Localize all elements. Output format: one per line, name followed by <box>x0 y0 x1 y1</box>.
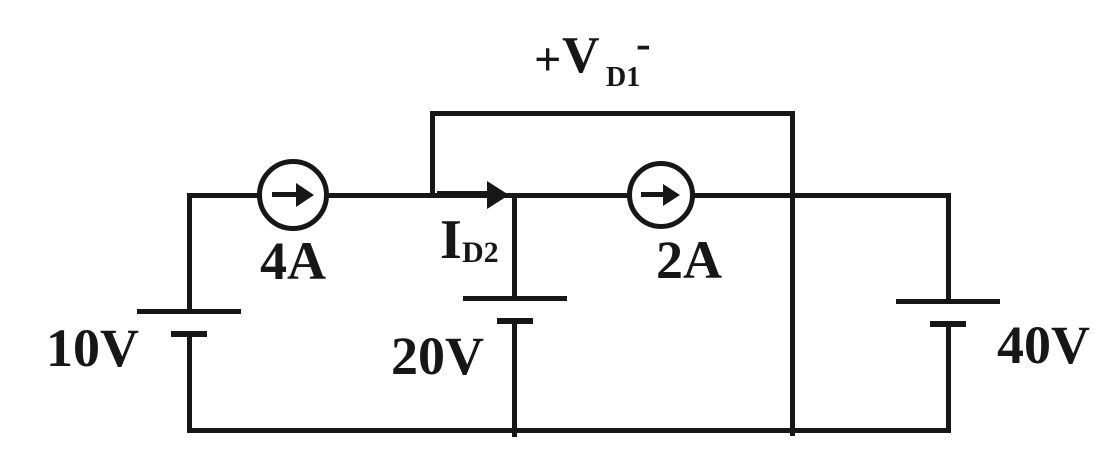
battery-40v-plate-long <box>896 299 1000 304</box>
label-id2: I D2 <box>440 212 520 272</box>
wire-top-branch-right-drop <box>790 111 795 436</box>
current-source-2a-arrow-shaft <box>641 192 665 197</box>
label-vd1-subscript: D1 <box>606 62 641 93</box>
wire-top-branch-horizontal <box>430 111 795 116</box>
wire-right-branch-upper <box>946 193 951 299</box>
wire-left-rail-lower <box>187 331 192 433</box>
battery-10v-plate-short <box>171 331 207 337</box>
wire-main-horizontal <box>187 193 951 198</box>
label-vd1-base: V <box>562 27 600 84</box>
current-source-4a-arrow-shaft <box>272 192 298 197</box>
wire-bottom-rail <box>187 428 951 433</box>
wire-right-branch-lower <box>946 321 951 433</box>
current-source-2a-right-arrow-icon <box>663 184 683 206</box>
current-source-4a-right-arrow-icon <box>296 183 317 207</box>
label-4a: 4A <box>260 231 326 291</box>
label-2a: 2A <box>656 230 722 290</box>
label-id2-subscript: D2 <box>462 236 499 269</box>
wire-mid-branch-lower <box>512 318 517 437</box>
battery-20v-plate-long <box>463 296 567 301</box>
battery-10v-plate-long <box>137 309 241 314</box>
battery-40v-plate-short <box>930 321 966 327</box>
label-40v: 40V <box>997 315 1090 375</box>
label-vd1: + V D1 - <box>534 22 664 93</box>
label-vd1-minus-sign: - <box>636 19 651 68</box>
label-10v: 10V <box>46 318 139 378</box>
wire-mid-branch-upper <box>512 193 517 296</box>
label-vd1-plus-sign: + <box>534 33 562 86</box>
current-arrow-id2-shaft <box>437 191 489 198</box>
label-id2-base: I <box>440 209 462 271</box>
current-arrow-id2-right-arrow-icon <box>487 181 512 209</box>
label-20v: 20V <box>391 326 484 386</box>
battery-20v-plate-short <box>497 318 533 324</box>
wire-top-branch-left-riser <box>430 111 435 198</box>
wire-left-rail-upper <box>187 193 192 311</box>
